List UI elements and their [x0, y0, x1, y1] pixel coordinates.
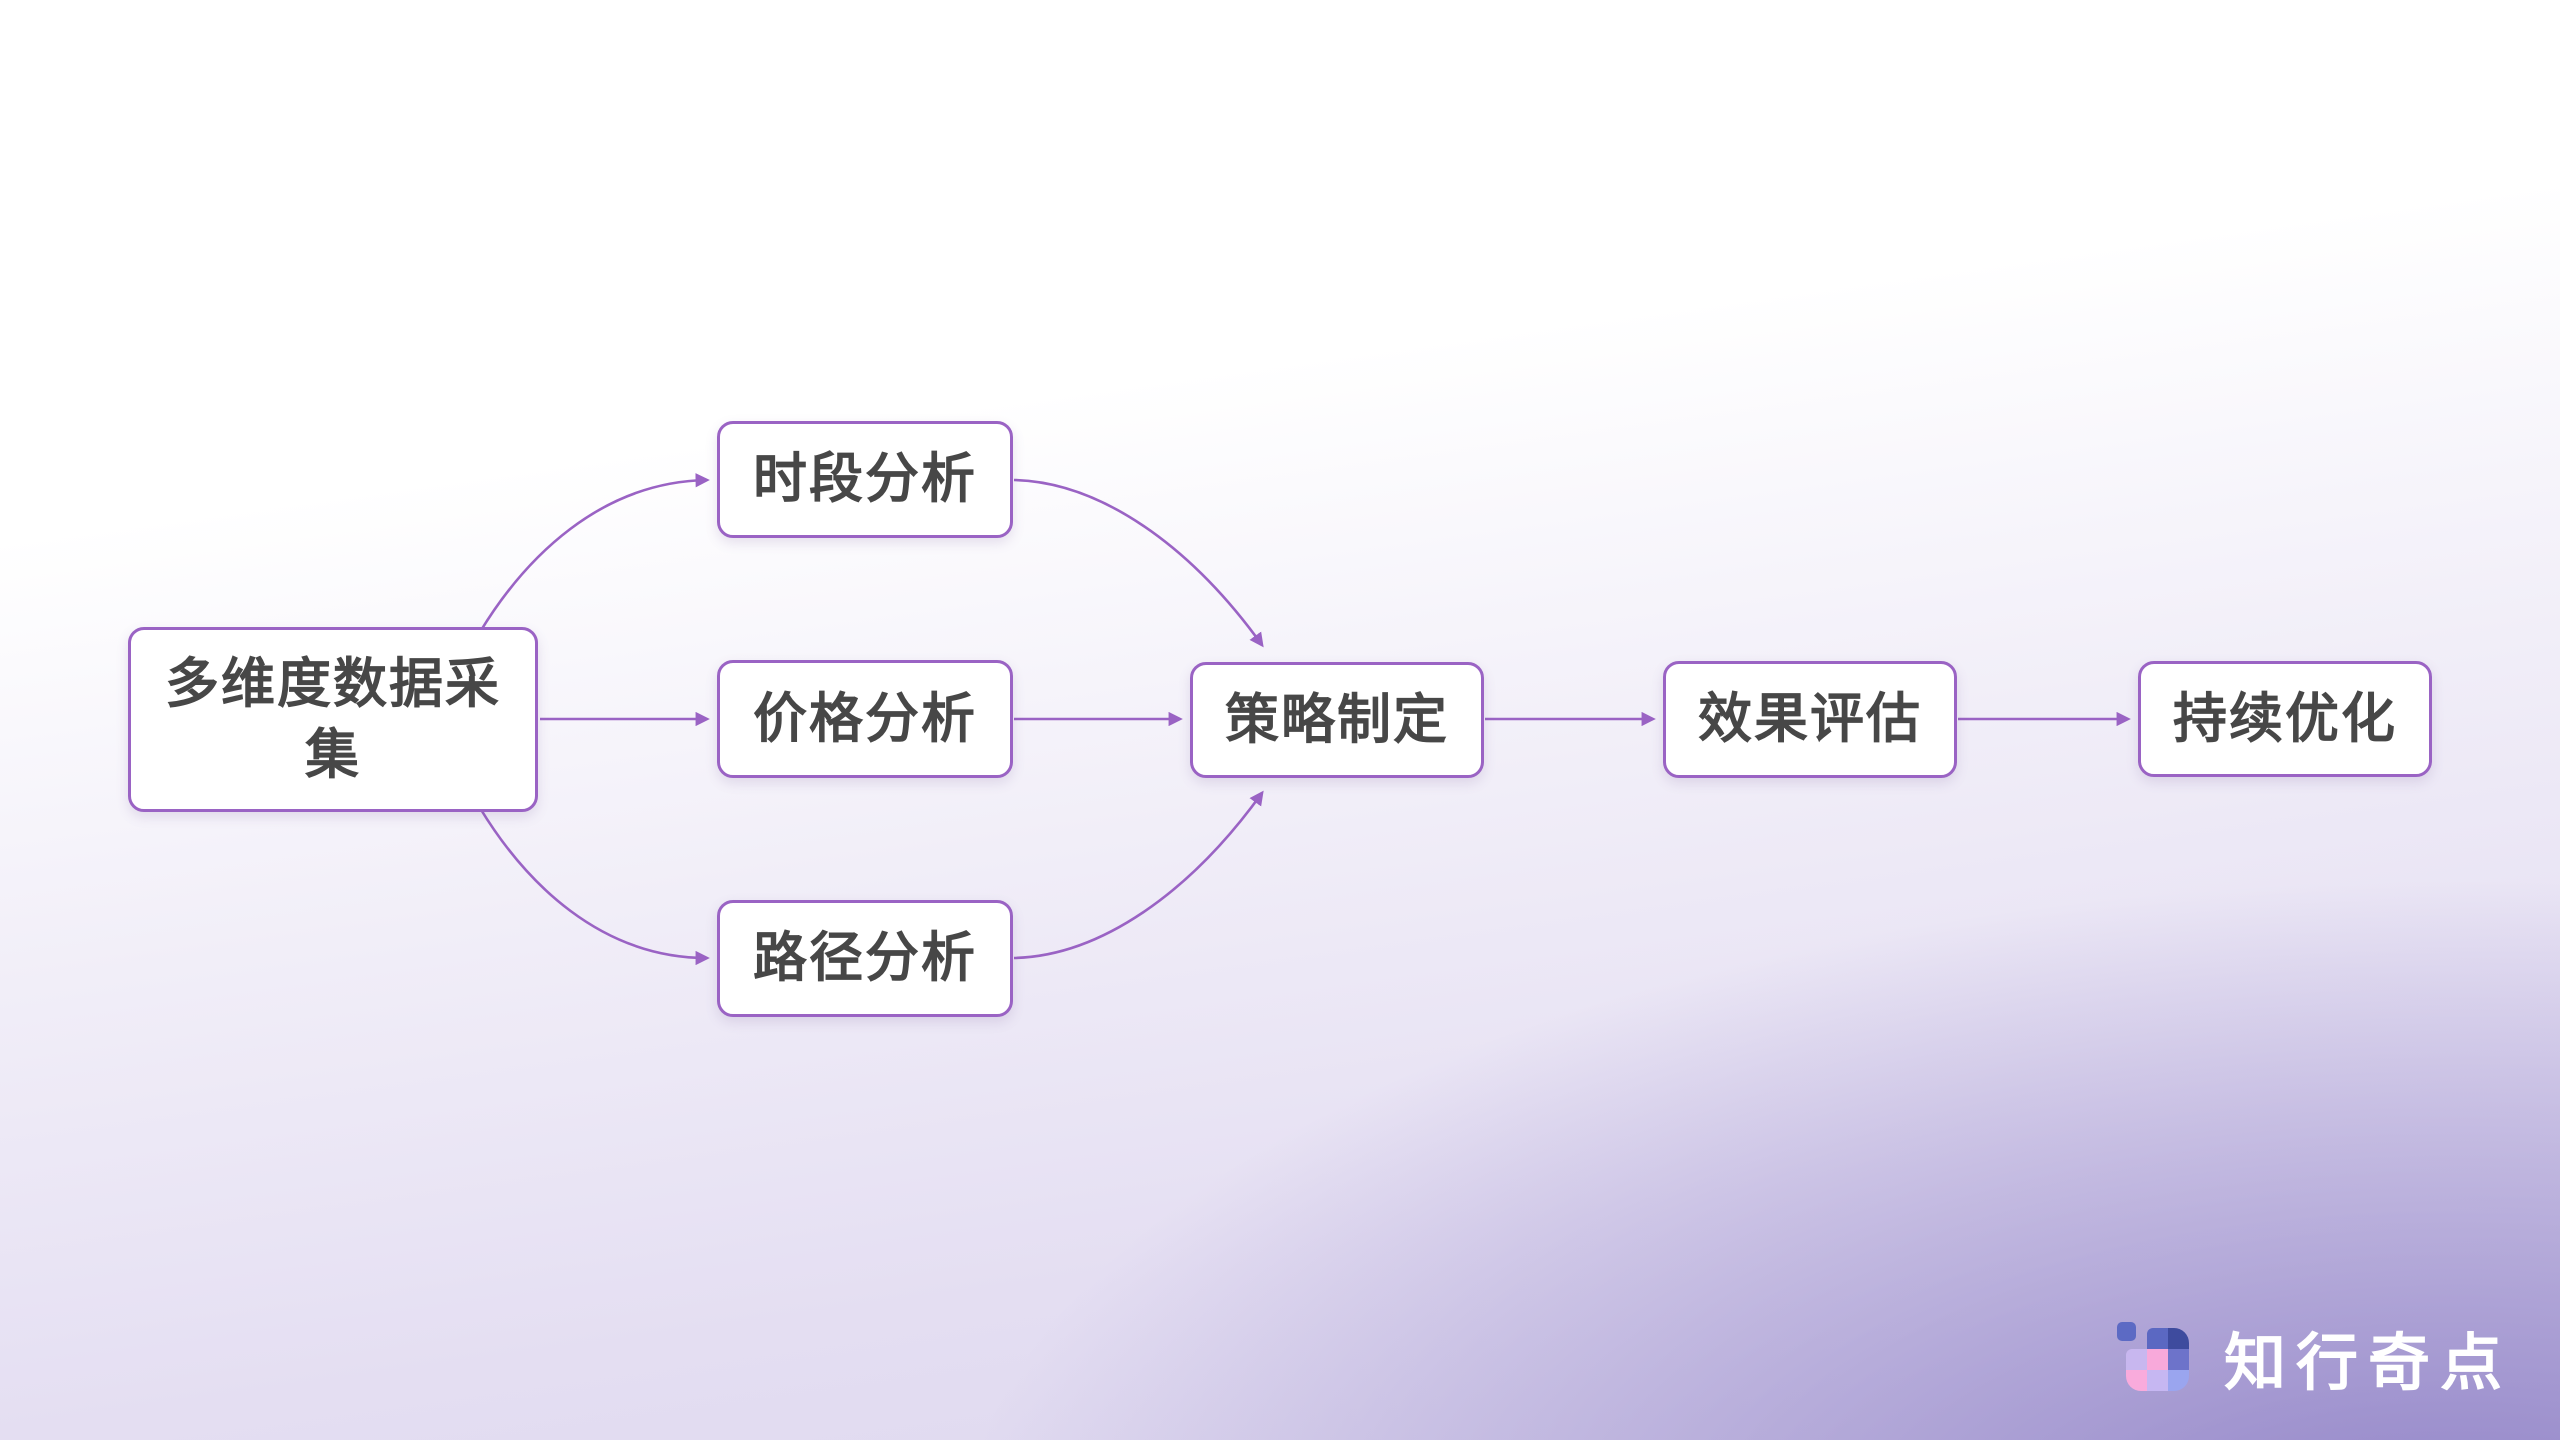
node-evaluation-label: 效果评估 — [1698, 689, 1922, 750]
node-strategy-label: 策略制定 — [1225, 689, 1449, 750]
node-optimization-label: 持续优化 — [2173, 688, 2397, 749]
node-time-analysis-label: 时段分析 — [753, 449, 977, 510]
brand-logo: 知行奇点 — [2116, 1312, 2512, 1402]
brand-logo-icon — [2116, 1321, 2190, 1393]
node-path-analysis: 路径分析 — [717, 900, 1013, 1017]
node-path-analysis-label: 路径分析 — [753, 928, 977, 989]
node-optimization: 持续优化 — [2138, 661, 2432, 777]
node-price-analysis-label: 价格分析 — [753, 688, 977, 749]
node-source-label: 多维度数据采集 — [165, 654, 501, 785]
edge-path-to-strategy — [1013, 790, 1264, 960]
node-source: 多维度数据采集 — [128, 627, 538, 812]
edge-source-to-time — [478, 473, 710, 633]
node-evaluation: 效果评估 — [1663, 661, 1957, 778]
edge-source-to-path — [478, 807, 710, 966]
brand-logo-text: 知行奇点 — [2223, 1329, 2512, 1398]
edge-time-to-strategy — [1013, 478, 1264, 648]
node-price-analysis: 价格分析 — [717, 660, 1013, 778]
node-time-analysis: 时段分析 — [717, 421, 1013, 538]
node-strategy: 策略制定 — [1190, 662, 1484, 778]
logo-pixel-grid — [2125, 1328, 2189, 1391]
logo-pixel-detached — [2116, 1322, 2136, 1341]
